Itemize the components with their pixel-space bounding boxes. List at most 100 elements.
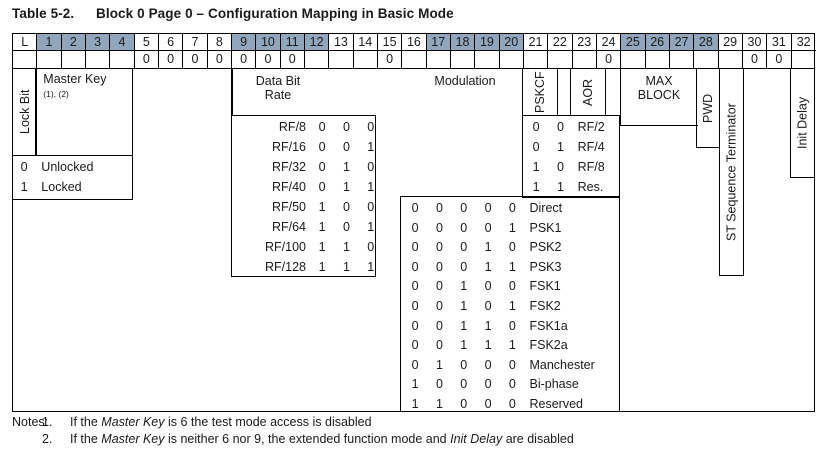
bit-default-value: 0 — [142, 52, 150, 66]
bit-value: 0 — [460, 377, 468, 392]
bit-value: 1 — [435, 397, 443, 411]
bit-column-29: 29 — [718, 34, 743, 68]
bit-default-value — [621, 51, 644, 68]
bit-value: 1 — [556, 180, 564, 194]
bit-column-20: 20 — [499, 34, 524, 68]
bit-value: 0 — [460, 397, 468, 411]
bit-number: 31 — [767, 34, 791, 51]
bit-default-value — [305, 51, 328, 68]
data-bit-rate-label-line2: Rate — [264, 88, 292, 102]
bit-number: 20 — [499, 34, 523, 51]
data-bit-rate-name: RF/50 — [271, 200, 306, 214]
bit-value: 1 — [508, 220, 516, 235]
bit-default-value — [329, 51, 352, 68]
bit-number: 9 — [231, 34, 256, 51]
bit-value: 0 — [342, 200, 350, 214]
bit-number: 7 — [183, 34, 207, 51]
bit-default-value — [427, 51, 450, 68]
table-number: Table 5-2. — [12, 6, 75, 21]
bit-number: 1 — [37, 34, 61, 51]
modulation-name: FSK1 — [529, 279, 561, 294]
bit-value: 0 — [318, 160, 326, 174]
table-body-frame — [12, 68, 815, 412]
data-bit-rate-name: RF/40 — [271, 180, 306, 194]
max-block-label-line1: MAX — [645, 74, 673, 88]
bit-value: 0 — [484, 397, 492, 411]
init-delay-label: Init Delay — [795, 96, 810, 150]
bit-default-value — [62, 51, 85, 68]
lock-bit-values-box — [12, 155, 134, 200]
data-bit-rate-name: RF/64 — [271, 220, 306, 234]
bit-number: 15 — [377, 34, 402, 51]
bit-default-value — [792, 51, 816, 68]
bit-value: 0 — [435, 240, 443, 255]
bit-default-value: 0 — [167, 52, 175, 66]
lock-bit-name: Unlocked — [41, 160, 94, 174]
note-text: If the Master Key is 6 the test mode acc… — [70, 414, 822, 431]
bit-value: 1 — [460, 338, 468, 353]
modulation-label: Modulation — [434, 74, 496, 88]
bit-column-17: 17 — [426, 34, 451, 68]
bit-value: 1 — [484, 259, 492, 274]
lock-bit-cell: Lock Bit — [12, 68, 37, 156]
bit-value: 1 — [367, 180, 375, 194]
init-delay-cell — [790, 68, 815, 178]
bit-column-25: 25 — [621, 34, 646, 68]
modulation-name: FSK1a — [529, 318, 568, 333]
bit-value: 1 — [508, 338, 516, 353]
bit-value: 0 — [556, 120, 564, 134]
note-emphasis-2: Init Delay — [450, 432, 503, 446]
bit-default-value — [670, 51, 693, 68]
modulation-values-box — [400, 196, 620, 412]
bit-column-22: 22 — [548, 34, 573, 68]
bit-default-value — [573, 51, 596, 68]
bit-value: 0 — [411, 299, 419, 313]
st-sequence-terminator-cell — [719, 68, 744, 276]
note-row: Notes: 1. If the Master Key is 6 the tes… — [12, 414, 822, 431]
bit-value: 0 — [435, 279, 443, 294]
bit-default-value: 0 — [751, 52, 758, 66]
pskcf-values-box — [522, 115, 620, 198]
bit-value: 1 — [484, 338, 492, 353]
bit-column-L: L — [13, 34, 38, 68]
aor-label: AOR — [581, 78, 595, 106]
bit-value: 0 — [435, 259, 443, 274]
data-bit-rate-name: RF/128 — [265, 260, 306, 274]
bit-value: 1 — [318, 220, 326, 234]
bit-value: 1 — [460, 318, 468, 333]
pskcf-name: RF/4 — [577, 140, 605, 154]
bit-value: 0 — [484, 299, 492, 313]
pskcf-name: Res. — [577, 180, 604, 194]
bit-default-value — [354, 51, 377, 68]
bit-number: 32 — [791, 34, 816, 51]
bit-value: 0 — [460, 259, 468, 274]
bit-default-value — [500, 51, 523, 68]
page-title: Table 5-2.Block 0 Page 0 – Configuration… — [12, 6, 454, 21]
bit-value: 1 — [460, 299, 468, 313]
bit-number: 6 — [158, 34, 183, 51]
bit-value: 0 — [508, 201, 516, 215]
bit-number: 18 — [450, 34, 475, 51]
bit-number: 3 — [85, 34, 110, 51]
bit-value: 0 — [484, 357, 492, 372]
modulation-name: PSK3 — [529, 259, 562, 274]
bit-default-value — [548, 51, 571, 68]
bit-value: 0 — [367, 240, 375, 254]
bit-column-28: 28 — [694, 34, 719, 68]
bit-default-value: 0 — [264, 52, 272, 66]
bit-value: 0 — [411, 338, 419, 353]
data-bit-rate-name: RF/100 — [265, 240, 306, 254]
bit-default-value — [451, 51, 474, 68]
